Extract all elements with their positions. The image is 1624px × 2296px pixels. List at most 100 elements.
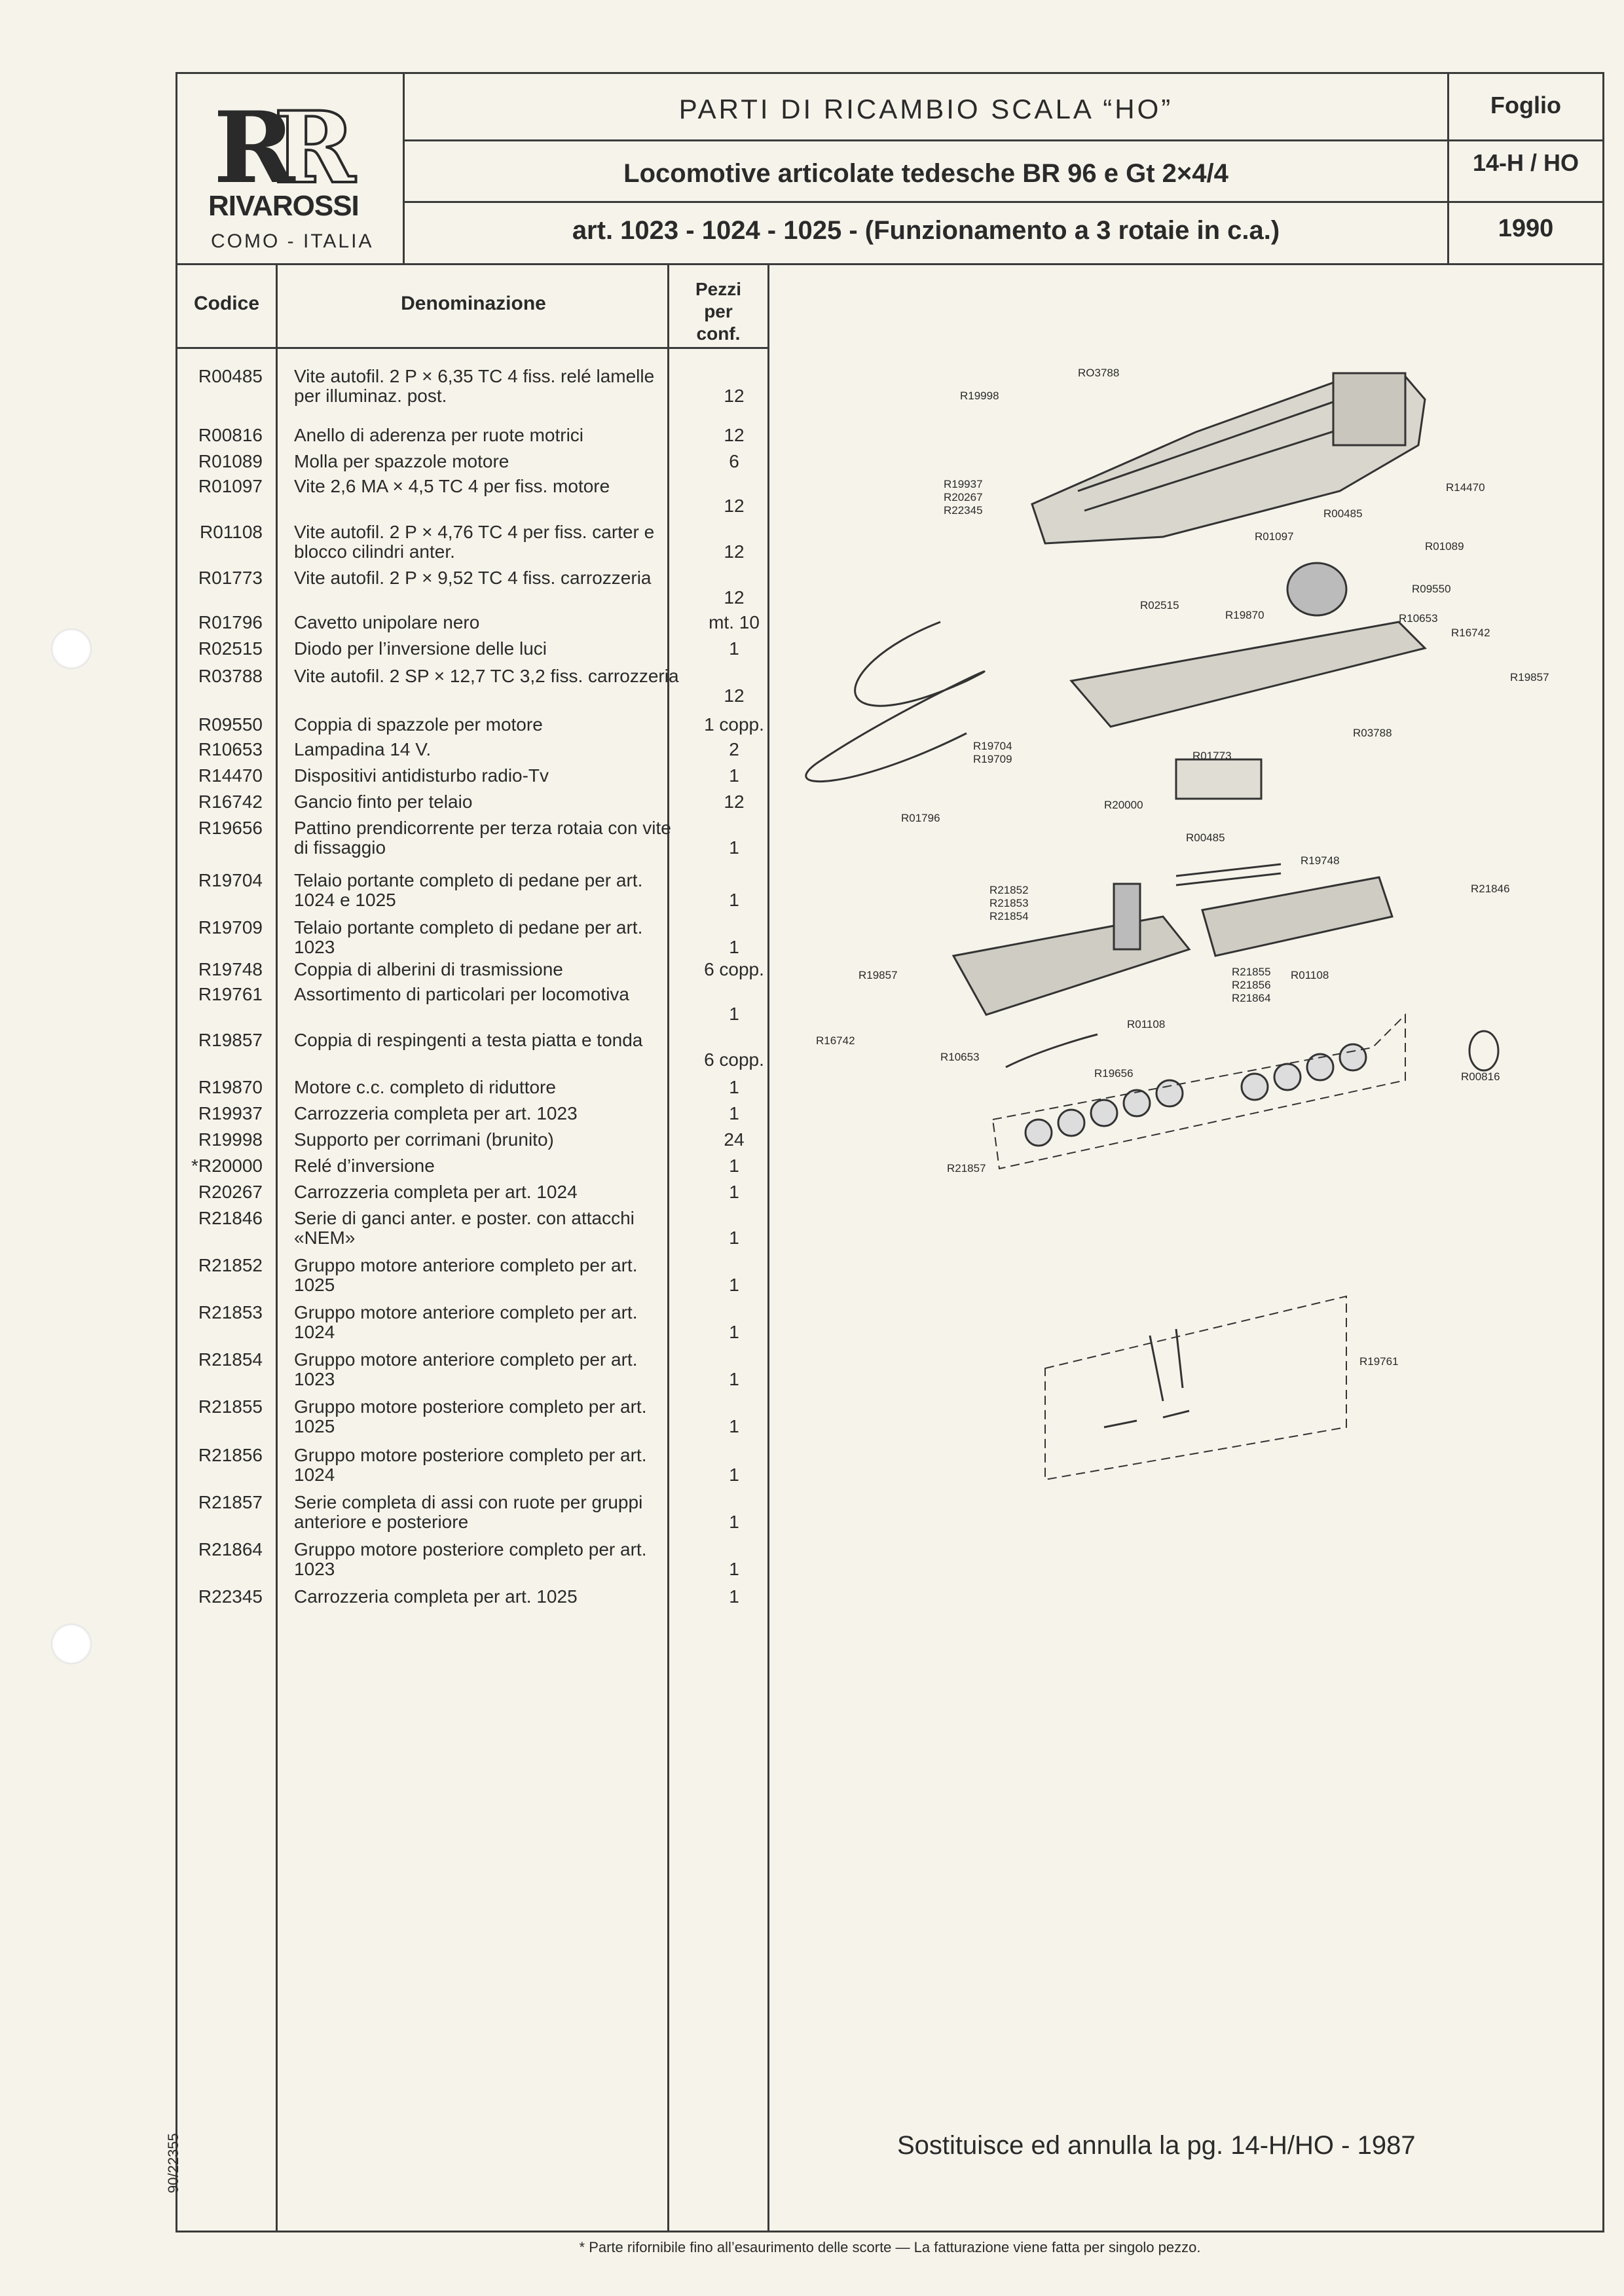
part-callout-label: R02515 <box>1140 599 1179 611</box>
part-callout-label: R01089 <box>1425 540 1464 553</box>
divider <box>403 139 1604 141</box>
part-callout-label: R19870 <box>1225 609 1264 621</box>
chassis-drawing <box>1069 621 1427 728</box>
part-code: R01796 <box>198 612 263 632</box>
pickup-shoe-drawing <box>1005 1033 1098 1068</box>
part-quantity: 12 <box>724 541 745 562</box>
part-quantity: 1 <box>729 1275 739 1295</box>
part-code: R21853 <box>198 1302 263 1322</box>
part-description: Lampadina 14 V. <box>294 739 432 759</box>
divider <box>175 347 767 349</box>
column-header-pezzi-line: per <box>704 301 733 321</box>
part-quantity: 12 <box>724 587 745 608</box>
part-callout-label: R03788 <box>1353 727 1392 739</box>
part-code: R21856 <box>198 1445 263 1465</box>
part-quantity: 1 <box>729 1004 739 1024</box>
locomotive-body-drawing <box>1031 372 1426 545</box>
part-quantity: 1 <box>729 1586 739 1607</box>
part-callout-label: R01108 <box>1127 1018 1165 1030</box>
part-callout-label: R16742 <box>1451 627 1490 639</box>
part-description: Carrozzeria completa per art. 1023 <box>294 1103 578 1123</box>
part-quantity: 24 <box>724 1129 745 1150</box>
part-code: R01097 <box>198 476 263 496</box>
traction-ring-drawing <box>1468 1030 1500 1072</box>
part-code: R22345 <box>198 1586 263 1607</box>
part-description: Cavetto unipolare nero <box>294 612 480 632</box>
part-code: R19656 <box>198 818 263 838</box>
article-numbers: art. 1023 - 1024 - 1025 - (Funzionamento… <box>572 216 1280 245</box>
part-code: R01089 <box>198 451 263 471</box>
detail-part <box>1162 1410 1190 1419</box>
front-motor-drawing <box>1113 883 1141 951</box>
part-quantity: 1 copp. <box>704 714 764 735</box>
part-callout-label: R21856 <box>1232 979 1271 991</box>
part-description: Gruppo motore posteriore completo per ar… <box>294 1396 647 1436</box>
part-quantity: 1 <box>729 1156 739 1176</box>
part-description: Pattino prendicorrente per terza rotaia … <box>294 818 671 858</box>
part-description: Vite autofil. 2 P × 6,35 TC 4 fiss. relé… <box>294 366 655 406</box>
punch-hole <box>51 1624 92 1664</box>
part-quantity: 1 <box>729 837 739 858</box>
brand-city: COMO - ITALIA <box>211 230 374 252</box>
part-code: R19704 <box>198 870 263 890</box>
part-description: Gruppo motore anteriore completo per art… <box>294 1255 638 1295</box>
column-header-codice: Codice <box>193 293 260 314</box>
part-code: R21864 <box>198 1539 263 1559</box>
part-description: Carrozzeria completa per art. 1025 <box>294 1586 578 1607</box>
detail-part <box>1175 1328 1184 1389</box>
part-quantity: 1 <box>729 1322 739 1342</box>
part-quantity: 12 <box>724 425 745 445</box>
part-description: Anello di aderenza per ruote motrici <box>294 425 584 445</box>
part-description: Vite autofil. 2 P × 9,52 TC 4 fiss. carr… <box>294 568 652 588</box>
part-description: Telaio portante completo di pedane per a… <box>294 870 643 910</box>
part-code: R19937 <box>198 1103 263 1123</box>
rear-motor-group-drawing <box>1201 876 1393 957</box>
wheelset-box <box>991 1013 1406 1170</box>
wheelsets-drawing <box>1024 1043 1367 1147</box>
part-callout-label: R19937 <box>944 478 983 490</box>
diagram-labels: RO3788R19998R19937R20267R22345R14470R004… <box>816 367 1549 1368</box>
part-callout-label: R10653 <box>1399 612 1438 625</box>
part-code: R16742 <box>198 792 263 812</box>
part-code: R19748 <box>198 959 263 979</box>
part-callout-label: R21846 <box>1471 883 1510 895</box>
part-callout-label: R10653 <box>940 1051 980 1063</box>
part-code: R02515 <box>198 638 263 659</box>
part-description: Vite autofil. 2 P × 4,76 TC 4 per fiss. … <box>294 522 655 562</box>
column-header-denominazione: Denominazione <box>401 293 546 314</box>
part-quantity: mt. 10 <box>709 612 760 632</box>
page-subtitle: Locomotive articolate tedesche BR 96 e G… <box>623 159 1228 188</box>
part-description: Relé d’inversione <box>294 1156 435 1176</box>
part-code: R03788 <box>198 666 263 686</box>
sheet-year: 1990 <box>1498 215 1554 242</box>
sheet-frame <box>175 72 1604 2232</box>
part-callout-label: R21855 <box>1232 966 1271 978</box>
part-callout-label: R19998 <box>960 390 999 402</box>
divider <box>175 263 1604 265</box>
part-code: R19857 <box>198 1030 263 1050</box>
detail-part <box>1149 1335 1164 1402</box>
part-callout-label: R01773 <box>1192 750 1232 762</box>
part-quantity: 12 <box>724 386 745 406</box>
document-code: 90/22355 <box>165 2133 181 2193</box>
part-quantity: 6 copp. <box>704 1049 764 1070</box>
part-description: Gruppo motore posteriore completo per ar… <box>294 1539 647 1579</box>
part-quantity: 1 <box>729 1228 739 1248</box>
detail-part <box>1103 1419 1137 1429</box>
column-header-pezzi: Pezzi per conf. <box>669 278 767 345</box>
part-callout-label: R00485 <box>1186 831 1225 844</box>
part-quantity: 1 <box>729 937 739 957</box>
details-box <box>1044 1295 1347 1481</box>
part-quantity: 1 <box>729 890 739 910</box>
relay-drawing <box>1175 758 1263 800</box>
part-quantity: 1 <box>729 1416 739 1436</box>
brand-name: RIVAROSSI <box>208 190 360 222</box>
part-code: R19870 <box>198 1077 263 1097</box>
part-code: R21846 <box>198 1208 263 1228</box>
part-callout-label: R16742 <box>816 1034 855 1047</box>
part-description: Coppia di alberini di trasmissione <box>294 959 563 979</box>
part-description: Assortimento di particolari per locomoti… <box>294 984 629 1004</box>
replaces-note: Sostituisce ed annulla la pg. 14-H/HO - … <box>897 2131 1416 2160</box>
boiler-line <box>1077 392 1360 492</box>
part-code: R00485 <box>198 366 263 386</box>
